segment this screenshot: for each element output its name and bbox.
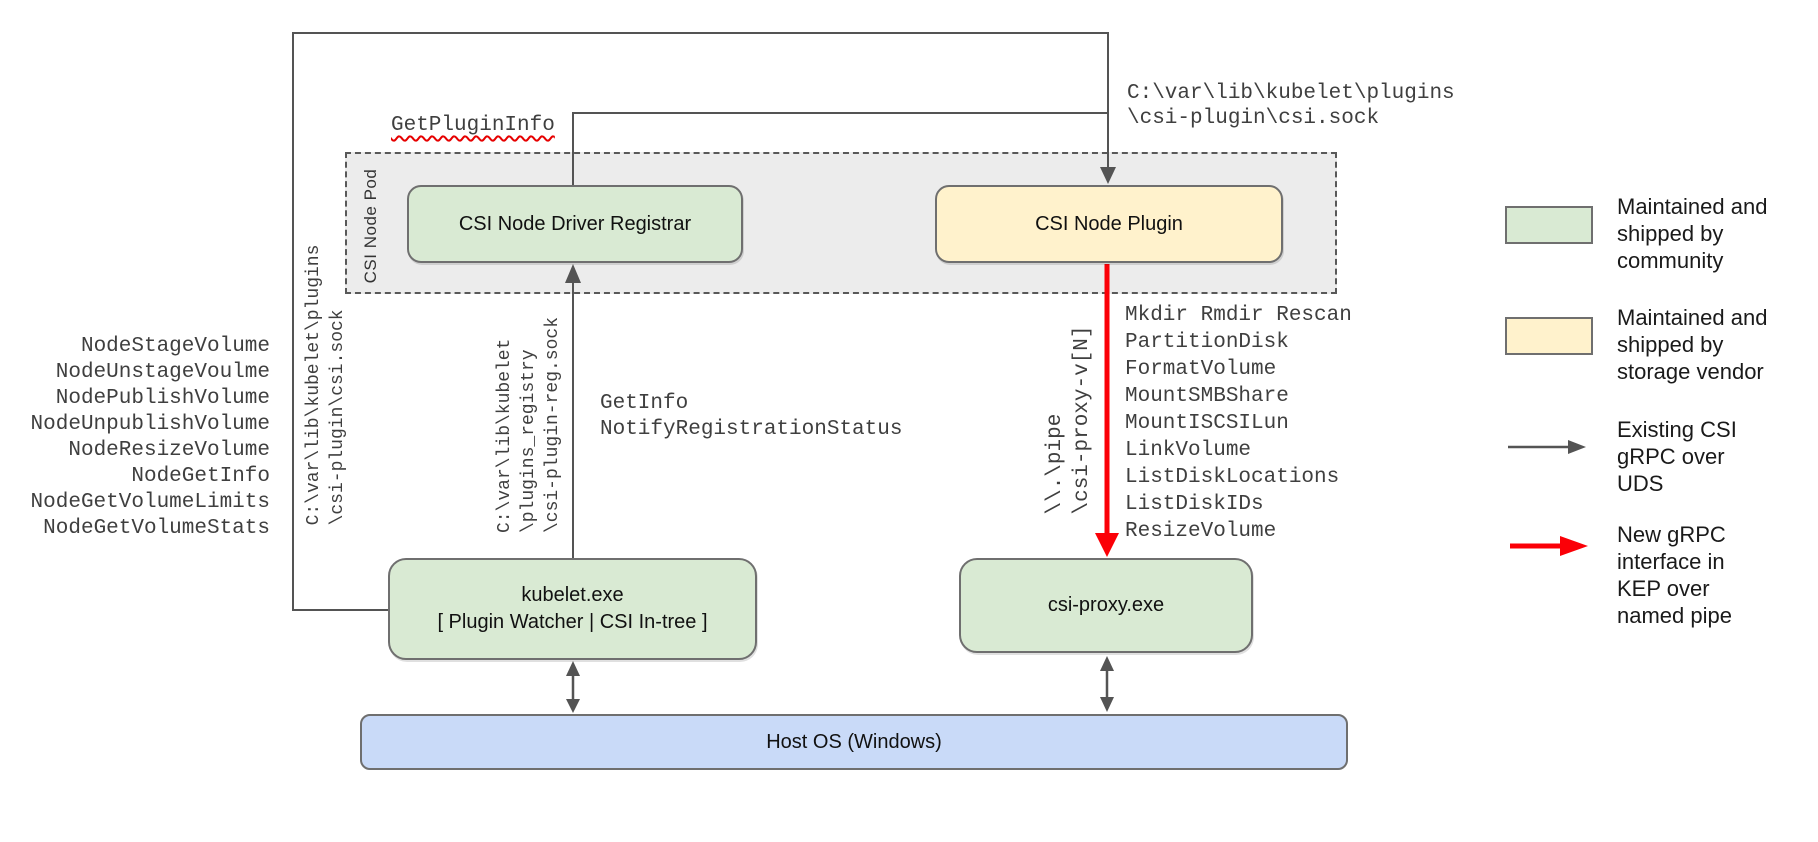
op-item: NotifyRegistrationStatus <box>600 418 903 441</box>
kubelet-box: kubelet.exe [ Plugin Watcher | CSI In-tr… <box>388 558 757 660</box>
op-item: NodePublishVolume <box>55 387 270 410</box>
named-pipe-rotated-label: \\.\pipe \csi-proxy-v[N] <box>1044 325 1094 515</box>
op-item: ListDiskIDs <box>1125 493 1264 516</box>
kubelet-to-plugin-uds-line <box>292 32 1109 611</box>
legend-vendor-swatch-icon <box>1505 317 1593 355</box>
legend-gray-arrowhead-icon <box>1568 440 1586 454</box>
op-item: NodeResizeVolume <box>68 439 270 462</box>
op-item: ResizeVolume <box>1125 520 1277 543</box>
op-item: NodeUnstageVoulme <box>55 361 270 384</box>
op-item: NodeGetVolumeStats <box>43 517 270 540</box>
host-os-label: Host OS (Windows) <box>766 730 942 753</box>
legend-community-label: Maintained and shipped by community <box>1617 194 1768 273</box>
op-item: FormatVolume <box>1125 358 1277 381</box>
op-item: MountSMBShare <box>1125 385 1289 408</box>
registrar-arrowhead-icon <box>565 264 581 283</box>
kubelet-host-down-arrowhead-icon <box>566 699 580 713</box>
csi-node-plugin-box: CSI Node Plugin <box>935 185 1283 263</box>
legend-existing-grpc-label: Existing CSI gRPC over UDS <box>1617 417 1737 496</box>
csi-proxy-box: csi-proxy.exe <box>959 558 1253 653</box>
csi-node-pod-label: CSI Node Pod <box>361 168 380 284</box>
host-os-box: Host OS (Windows) <box>360 714 1348 770</box>
op-item: PartitionDisk <box>1125 331 1289 354</box>
op-item: Mkdir Rmdir Rescan <box>1125 304 1352 327</box>
op-item: NodeStageVolume <box>80 335 270 358</box>
kubelet-host-up-arrowhead-icon <box>566 661 580 676</box>
op-item: GetInfo <box>600 392 689 415</box>
plugin-socket-path-label: C:\var\lib\kubelet\plugins \csi-plugin\c… <box>1127 82 1455 130</box>
op-item: NodeGetVolumeLimits <box>30 491 270 514</box>
plugin-label: CSI Node Plugin <box>1035 212 1183 235</box>
get-plugin-info-label: GetPluginInfo <box>391 114 555 137</box>
csiproxy-host-down-arrowhead-icon <box>1100 697 1114 712</box>
plugin-arrowhead-icon <box>1100 167 1116 184</box>
legend-vendor-label: Maintained and shipped by storage vendor <box>1617 305 1768 384</box>
csi-proxy-label: csi-proxy.exe <box>1047 594 1165 616</box>
registrar-getplugininfo-line <box>572 112 1108 185</box>
op-item: LinkVolume <box>1125 439 1252 462</box>
op-item: NodeGetInfo <box>131 465 270 488</box>
kubelet-plugin-socket-path-rotated-label: C:\var\lib\kubelet\plugins \csi-plugin\c… <box>304 244 348 526</box>
registration-socket-path-rotated-label: C:\var\lib\kubelet \plugins_registry \cs… <box>495 316 563 534</box>
op-item: ListDiskLocations <box>1125 466 1340 489</box>
op-item: MountISCSILun <box>1125 412 1289 435</box>
op-item: NodeUnpublishVolume <box>30 413 270 436</box>
csi-node-driver-registrar-box: CSI Node Driver Registrar <box>407 185 743 263</box>
csiproxy-host-up-arrowhead-icon <box>1100 656 1114 671</box>
kubelet-label-line1: kubelet.exe <box>521 584 624 606</box>
registrar-label: CSI Node Driver Registrar <box>458 212 692 235</box>
kubelet-label-line2: [ Plugin Watcher | CSI In-tree ] <box>437 611 708 633</box>
red-arrowhead-icon <box>1095 533 1119 557</box>
legend-new-grpc-label: New gRPC interface in KEP over named pip… <box>1617 522 1732 628</box>
legend-red-arrowhead-icon <box>1560 536 1588 556</box>
legend-community-swatch-icon <box>1505 206 1593 244</box>
